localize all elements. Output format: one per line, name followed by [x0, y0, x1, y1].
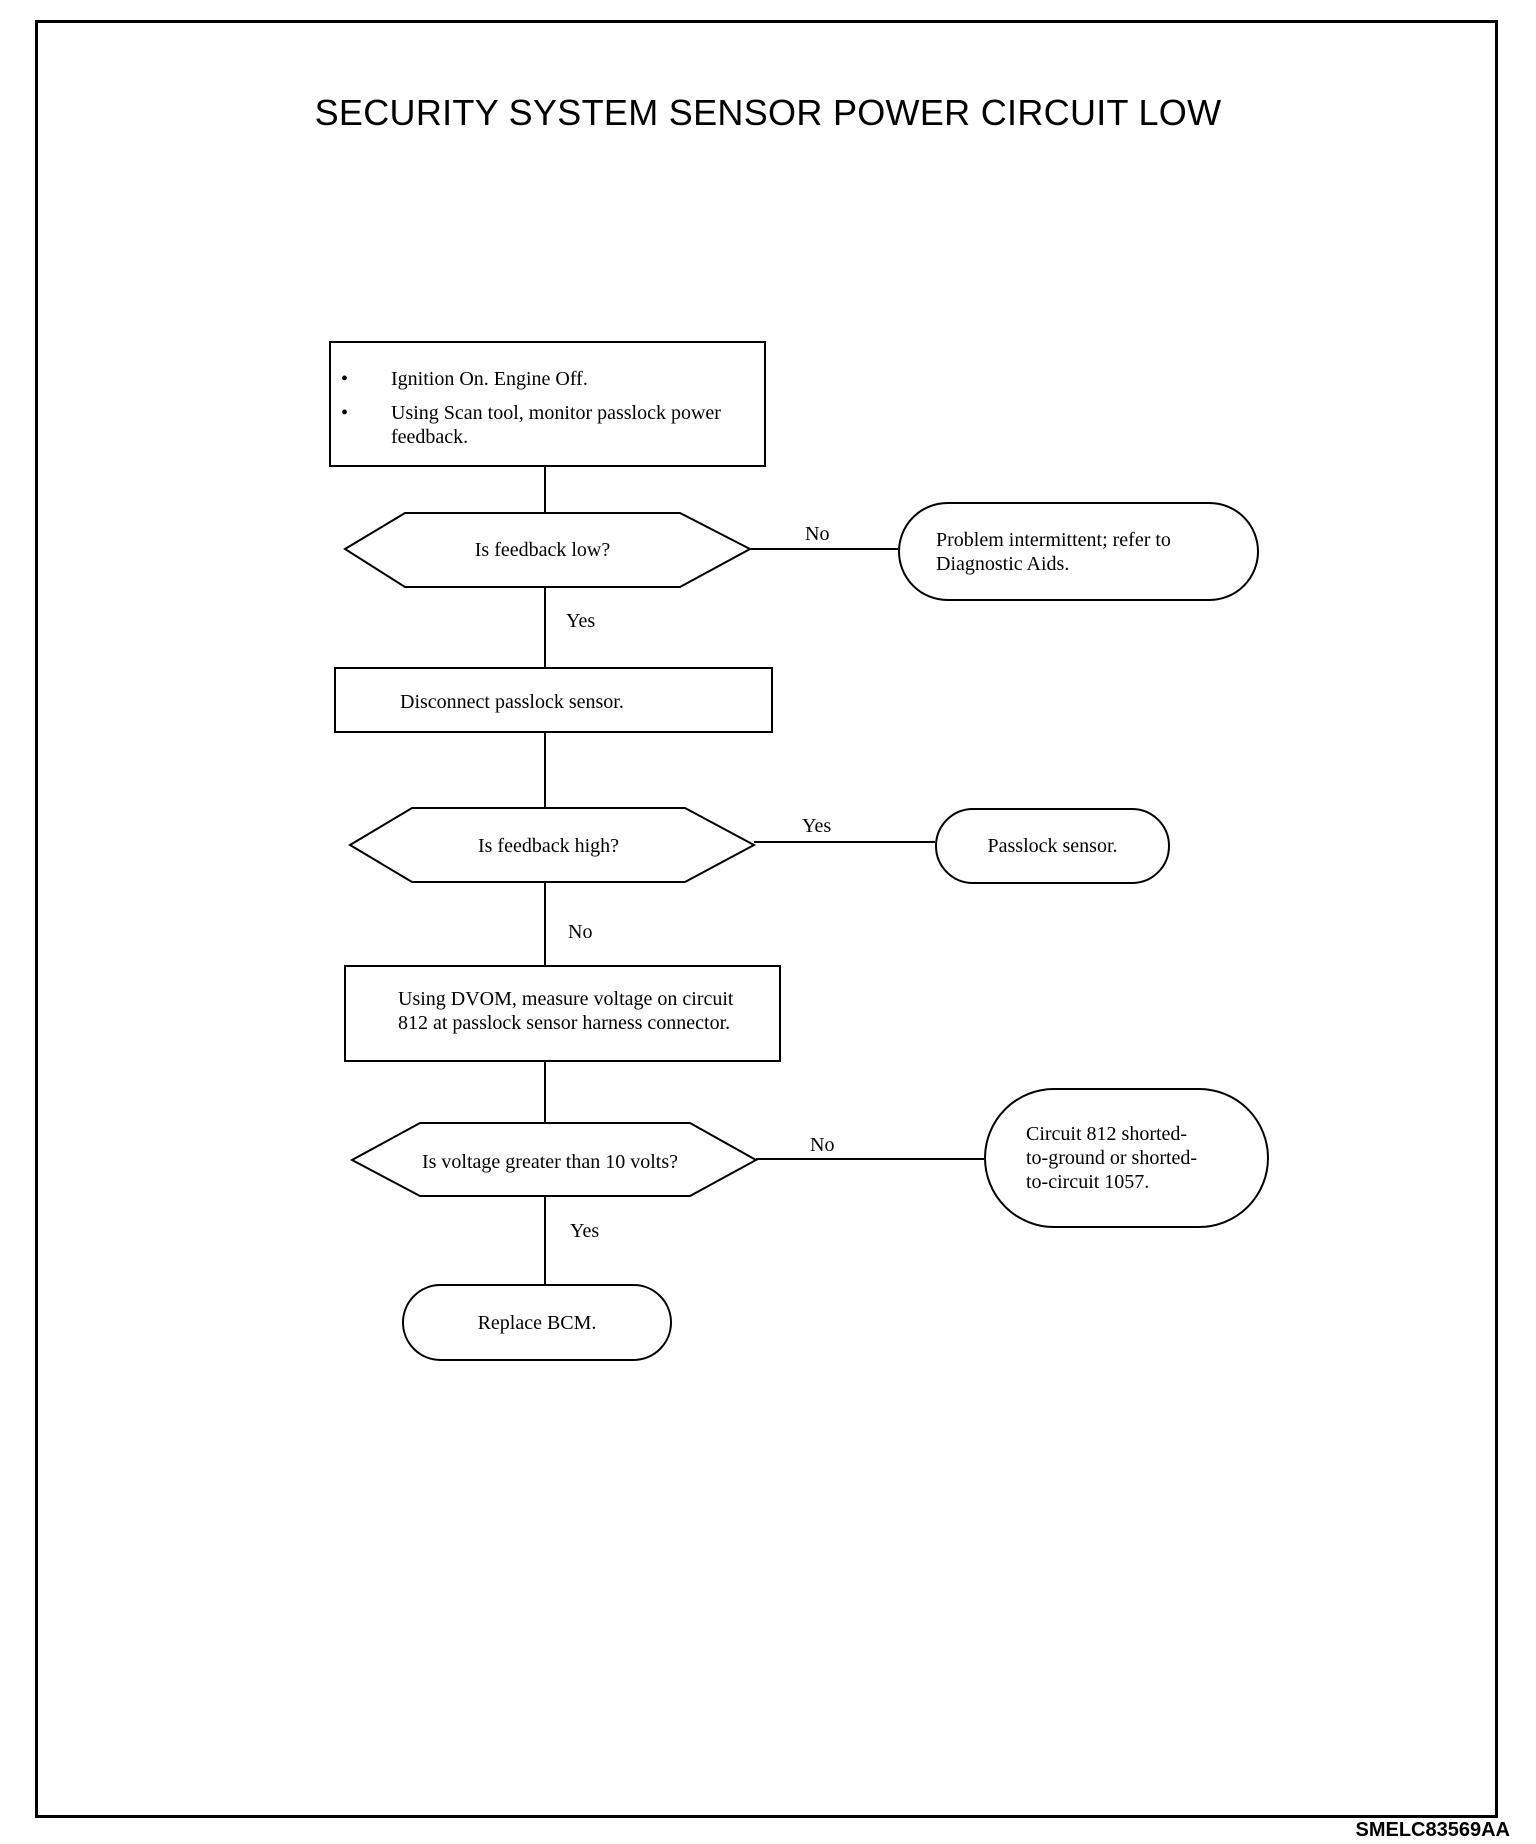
step-3-box: Using DVOM, measure voltage on circuit 8…: [344, 965, 781, 1062]
step-2-box: Disconnect passlock sensor.: [334, 667, 773, 733]
result-3-text: Circuit 812 shorted-to-ground or shorted…: [1026, 1123, 1198, 1193]
step-1-bullet-2-text: Using Scan tool, monitor passlock power …: [391, 402, 721, 448]
decision-3-no-label: No: [810, 1134, 835, 1156]
decision-diamond-3: [349, 1122, 759, 1197]
step-1-box: • Ignition On. Engine Off. • Using Scan …: [329, 341, 766, 467]
figure-code: SMELC83569AA: [1355, 1819, 1510, 1841]
step-1-bullet-2: • Using Scan tool, monitor passlock powe…: [331, 401, 764, 449]
result-1-terminal: Problem intermittent; refer to Diagnosti…: [898, 502, 1259, 601]
result-4-terminal: Replace BCM.: [402, 1284, 672, 1361]
result-4-text: Replace BCM.: [477, 1311, 597, 1334]
step-2-text: Disconnect passlock sensor.: [400, 691, 624, 713]
decision-3-yes-label: Yes: [570, 1220, 600, 1242]
decision-1-no-label: No: [805, 523, 830, 545]
decision-diamond-1: [343, 512, 753, 588]
decision-2-yes-label: Yes: [802, 815, 832, 837]
result-2-text: Passlock sensor.: [987, 835, 1118, 857]
result-2-terminal: Passlock sensor.: [935, 808, 1170, 884]
step-1-bullet-1-text: Ignition On. Engine Off.: [391, 368, 588, 390]
decision-diamond-2: [348, 807, 757, 883]
page-title: SECURITY SYSTEM SENSOR POWER CIRCUIT LOW: [314, 92, 1222, 133]
page-border: [35, 20, 1498, 1818]
decision-1-question: Is feedback low?: [474, 539, 611, 561]
bullet-icon: •: [341, 402, 349, 424]
decision-2-question: Is feedback high?: [477, 835, 620, 857]
decision-3-question: Is voltage greater than 10 volts?: [421, 1151, 679, 1173]
step-1-bullet-1: • Ignition On. Engine Off.: [331, 367, 764, 391]
result-3-terminal: Circuit 812 shorted-to-ground or shorted…: [984, 1088, 1269, 1228]
step-3-text: Using DVOM, measure voltage on circuit 8…: [398, 988, 734, 1034]
decision-2-no-label: No: [568, 921, 593, 943]
decision-1-yes-label: Yes: [566, 610, 596, 632]
bullet-icon: •: [341, 368, 349, 390]
result-1-text: Problem intermittent; refer to Diagnosti…: [936, 528, 1171, 575]
